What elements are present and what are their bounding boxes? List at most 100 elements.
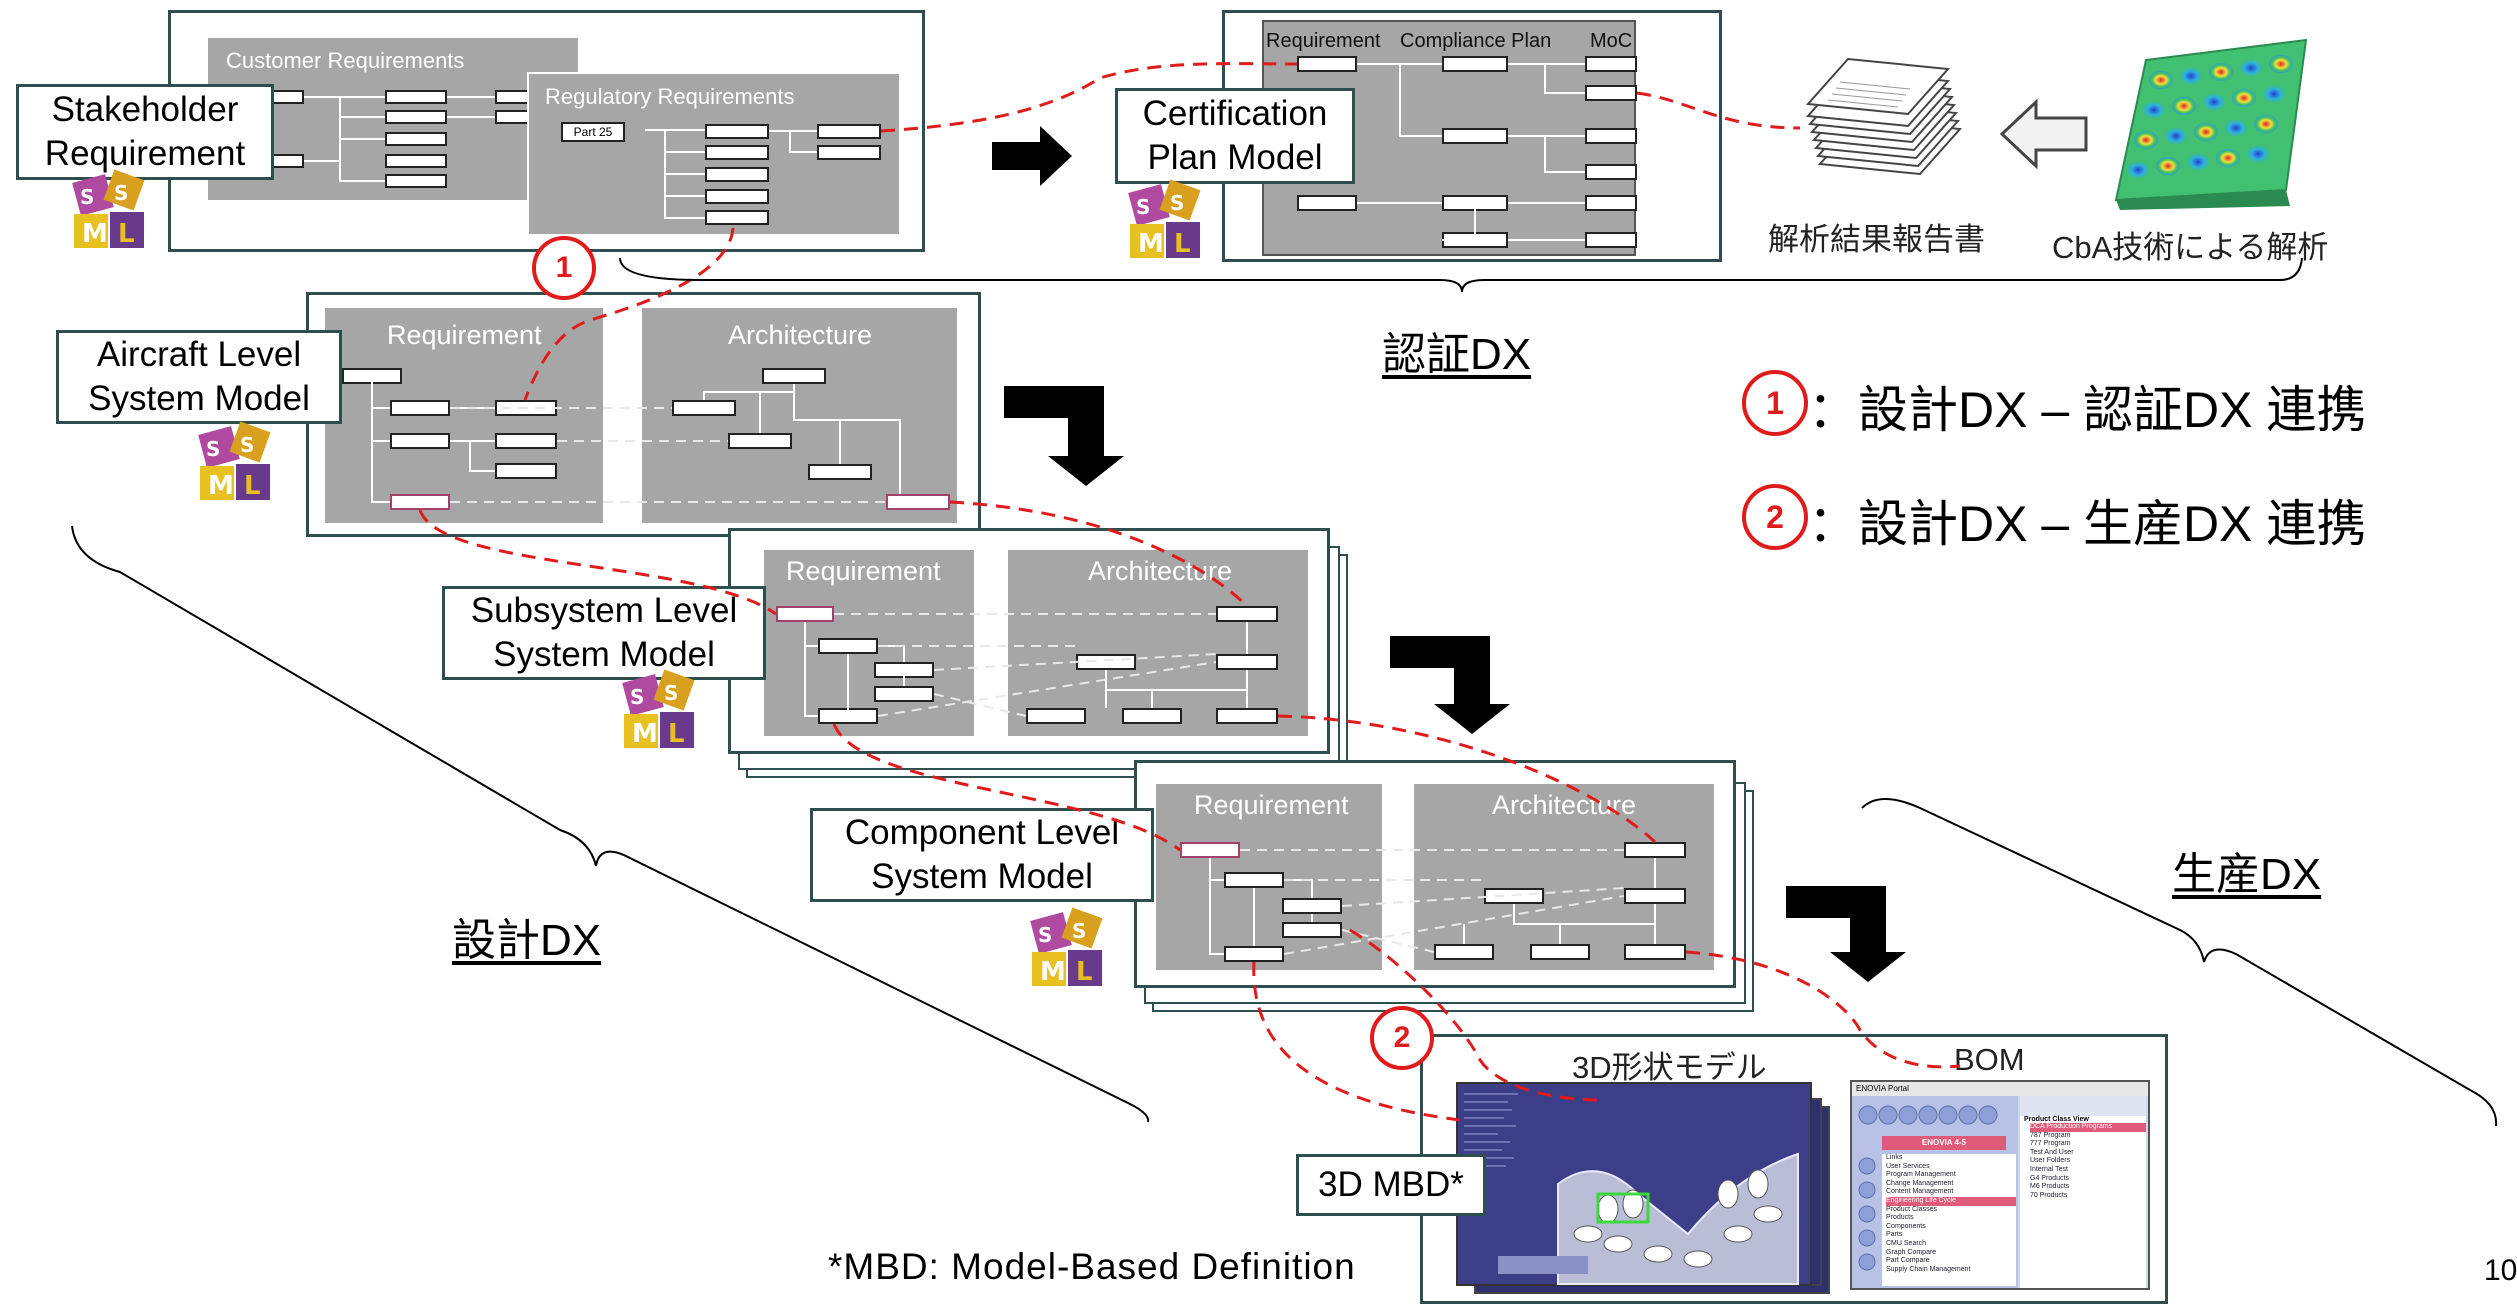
bom-tree-item[interactable]: Product Classes [1886, 1205, 1937, 1213]
bom-right-pane: Product Class View DCA Production Progra… [2020, 1096, 2146, 1288]
aircraft-label-line1: Aircraft Level [96, 335, 302, 374]
cert-item [1585, 85, 1637, 101]
cert-item [1585, 195, 1637, 211]
bom-program-item[interactable]: User Folders [2030, 1157, 2071, 1165]
bom-tree-item[interactable]: Products [1886, 1214, 1914, 1222]
bom-side-icons [1856, 1156, 1878, 1288]
production-dx-label: 生産DX [2172, 850, 2322, 899]
subsystem-arch-item [1216, 654, 1278, 670]
bom-program-item[interactable]: 70 Products [2030, 1191, 2068, 1199]
cert-item [1585, 128, 1637, 144]
cert-col-compliance-plan: Compliance Plan [1400, 30, 1552, 52]
bom-tree-item[interactable]: Content Management [1886, 1188, 1954, 1196]
svg-text:M: M [1040, 957, 1066, 987]
svg-text:S: S [664, 681, 678, 705]
part-25-label: Part 25 [573, 125, 613, 139]
cert-item [1297, 56, 1357, 72]
svg-text:S: S [206, 437, 220, 461]
subsystem-label-line1: Subsystem Level [470, 591, 738, 630]
shape-model-caption: 3D形状モデル [1572, 1050, 1767, 1085]
bom-tree-item[interactable]: Components [1886, 1222, 1926, 1230]
bom-program-item[interactable]: 777 Program [2030, 1140, 2071, 1148]
subsystem-architecture-title: Architecture [1088, 556, 1233, 586]
stakeholder-label-line1: Stakeholder [51, 90, 239, 129]
stakeholder-label-line2: Requirement [44, 134, 246, 173]
regulatory-req-item [817, 124, 881, 139]
3d-mbd-label: 3D MBD* [1296, 1154, 1486, 1216]
bom-program-item[interactable]: M6 Products [2030, 1183, 2070, 1191]
bom-tree-item[interactable]: Change Management [1886, 1179, 1954, 1187]
component-requirement-title: Requirement [1194, 790, 1349, 820]
cba-caption: CbA技術による解析 [2052, 230, 2329, 265]
component-label-line1: Component Level [844, 813, 1120, 852]
svg-text:S: S [114, 181, 128, 205]
cert-label-line1: Certification [1142, 94, 1328, 133]
aircraft-arch-item [808, 464, 872, 480]
bom-tree-item[interactable]: CMU Search [1886, 1239, 1927, 1247]
customer-req-item [385, 110, 447, 124]
bom-tree-item[interactable]: Links [1886, 1154, 1903, 1161]
cert-label-line2: Plan Model [1147, 138, 1323, 177]
right-arrow-icon [992, 126, 1072, 186]
cert-item [1585, 164, 1637, 180]
bom-program-item[interactable]: Test And User [2030, 1148, 2074, 1156]
aircraft-architecture-title: Architecture [728, 320, 873, 350]
customer-req-item [385, 132, 447, 146]
bom-program-item[interactable]: DCA Production Programs [2030, 1123, 2146, 1132]
svg-text:M: M [82, 219, 108, 249]
regulatory-req-item [817, 145, 881, 160]
subsystem-requirement-title: Requirement [786, 556, 941, 586]
component-label-line2: System Model [871, 857, 1093, 896]
cad-3d-view [1458, 1084, 1810, 1285]
svg-text:S: S [630, 685, 644, 709]
subsystem-item-linked [776, 606, 834, 622]
bom-caption: BOM [1954, 1042, 2025, 1077]
aircraft-item-linked [390, 494, 450, 510]
bom-tab[interactable]: ENOVIA 4-5 [1882, 1136, 2006, 1150]
aircraft-requirement-title: Requirement [387, 320, 542, 350]
regulatory-req-item [705, 189, 769, 204]
component-item [1282, 922, 1342, 938]
bom-tree-item[interactable]: Part Compare [1886, 1257, 1930, 1265]
aircraft-arch-item [762, 368, 826, 384]
component-item [1282, 898, 1342, 914]
component-architecture-title: Architecture [1492, 790, 1637, 820]
aircraft-label-line2: System Model [88, 379, 310, 418]
component-arch-item [1624, 888, 1686, 904]
bom-tree-item[interactable]: Parts [1886, 1231, 1903, 1239]
legend-marker-1-text: 1 [1766, 384, 1784, 421]
mbd-footnote: *MBD: Model-Based Definition [828, 1246, 1356, 1287]
regulatory-requirements-title: Regulatory Requirements [545, 84, 795, 109]
bom-program-item[interactable]: Internal Test [2030, 1165, 2069, 1173]
bom-titlebar-text: ENOVIA Portal [1856, 1084, 1909, 1093]
bom-program-item[interactable]: G4 Products [2030, 1174, 2069, 1182]
regulatory-req-item [705, 124, 769, 139]
svg-text:S: S [1038, 923, 1052, 947]
legend-item-2: ：設計DX – 生産DX 連携 [1808, 496, 2367, 552]
bom-tree-item[interactable]: Program Management [1886, 1171, 1956, 1179]
subsystem-item [818, 638, 878, 654]
svg-text:S: S [240, 433, 254, 457]
bom-tree-item[interactable]: Graph Compare [1886, 1248, 1937, 1256]
bom-program-item[interactable]: 787 Program [2030, 1131, 2071, 1139]
bom-tree-item[interactable]: Supply Chain Management [1886, 1265, 1971, 1273]
component-item [1224, 872, 1284, 888]
svg-text:S: S [80, 185, 94, 209]
legend-marker-2-text: 2 [1766, 498, 1784, 535]
design-dx-brace [71, 525, 1150, 1123]
bom-tree-item[interactable]: User Services [1886, 1162, 1930, 1170]
bom-tree-item[interactable]: Engineering Life Cycle [1886, 1196, 2016, 1206]
cad-window [1456, 1082, 1812, 1286]
subsystem-arch-item [1026, 708, 1086, 724]
svg-text:M: M [1138, 229, 1164, 259]
page-number: 10 [2484, 1254, 2517, 1287]
bom-toolbar-icons [1858, 1104, 2008, 1128]
